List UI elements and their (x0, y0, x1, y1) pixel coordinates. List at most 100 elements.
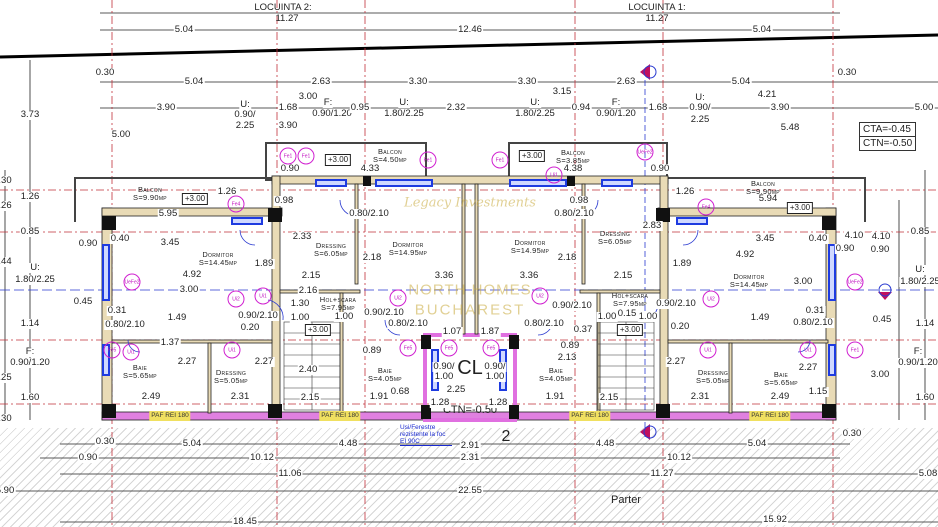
dimension-label: 0.90 (649, 163, 671, 174)
dimension-label: 5.04 (183, 76, 205, 87)
element-tag-icon: Ui1 (545, 166, 563, 184)
element-tag-icon: Fe5 (103, 341, 121, 359)
dimension-label: .44 (0, 257, 13, 267)
dimension-label: 0.94 (570, 102, 592, 113)
dimension-label: F: (24, 346, 36, 357)
dimension-label: 5.08 (917, 468, 938, 479)
dimension-label: 0.80/2.10 (523, 318, 565, 329)
dimension-label: 0.90/ (233, 109, 257, 120)
dimension-label: 2.25 (234, 120, 256, 131)
element-tag-icon: Ui1 (799, 341, 817, 359)
wall-rating-label: PAF REI 180 (749, 411, 791, 421)
dimension-label: 0.90 (279, 163, 301, 174)
dimension-label: 0.45 (871, 314, 893, 325)
dimension-label: 4.38 (562, 163, 584, 174)
dimension-label: 3.00 (178, 284, 200, 295)
dimension-label: 0.20 (669, 321, 691, 332)
dimension-label: 2.15 (598, 392, 620, 403)
columns (102, 176, 836, 419)
dimension-label: 0.40 (807, 233, 829, 244)
room-name: Dormitor (202, 250, 234, 259)
room-area: S=9.90mp (133, 193, 167, 202)
dimension-label: 0.20 (239, 322, 261, 333)
dimension-label: 2.83 (641, 220, 663, 231)
element-tag-icon: Fe5 (440, 339, 458, 357)
dimension-label: 5.48 (779, 122, 801, 133)
dimension-label: F: (610, 97, 622, 108)
fire-rating-note: Usi/Ferestre rezistente la foc EI 90C (400, 424, 452, 446)
room-name: Dressing (215, 368, 247, 377)
watermark-line3: BUCHAREST (414, 301, 526, 319)
element-tag-icon: UeFe2 (846, 273, 864, 291)
dimension-label: 0.30 (841, 428, 863, 439)
dimension-label: 5.04 (173, 24, 195, 35)
dimension-label: 2.33 (291, 231, 313, 242)
dimension-label: .25 (0, 373, 13, 383)
dimension-label: 4.48 (594, 438, 616, 449)
room-name: Balcon (377, 147, 403, 156)
dimension-label: 0.90/1.20 (311, 108, 353, 119)
dimension-label: 3.30 (407, 76, 429, 87)
dimension-label: 1.28 (429, 397, 451, 408)
section-mark-2: 2 (501, 428, 511, 445)
room-area: S=5.05mp (214, 376, 248, 385)
dimension-label: 3.73 (19, 109, 41, 120)
dimension-label: 0.95 (349, 102, 371, 113)
dimension-label: 2.18 (361, 252, 383, 263)
dimension-label: 0.90 (77, 452, 99, 463)
element-tag-icon: Fe4 (697, 198, 715, 216)
room-area: S=4.05mp (368, 374, 402, 383)
level-mark: +3.00 (518, 150, 546, 162)
dimension-label: 1.14 (914, 318, 936, 329)
dimension-label: U: (694, 92, 706, 103)
element-tag-icon: Fe1 (297, 147, 315, 165)
dimension-label: 0.90/2.10 (363, 307, 405, 318)
dimension-label: 22.55 (457, 485, 483, 496)
dimension-label: 2.18 (556, 252, 578, 263)
dimension-label: 1.00 (433, 371, 455, 382)
dimension-label: 0.80/2.10 (792, 317, 834, 328)
room-name: Balcon (137, 185, 163, 194)
element-tag-icon: Fe1 (419, 151, 437, 169)
dimension-label: 5.04 (746, 438, 768, 449)
dimension-label: 12.46 (457, 24, 483, 35)
watermark-line1: Legacy Investments (404, 195, 536, 211)
dimension-label: U: (239, 99, 251, 110)
dimension-label: 3.30 (516, 76, 538, 87)
room-name: Baie (132, 363, 148, 372)
room-area: S=14.45mp (729, 280, 769, 289)
dimension-label: 0.90 (834, 243, 856, 254)
dimension-label: .30 (0, 414, 13, 424)
element-tag-icon: Ui2 (389, 289, 407, 307)
level-mark: +3.00 (616, 324, 644, 336)
room-name: Dressing (599, 229, 631, 238)
dimension-label: 0.45 (72, 296, 94, 307)
dimension-label: 1.00 (484, 371, 506, 382)
dimension-label: 1.49 (749, 312, 771, 323)
dimension-label: 3.45 (159, 237, 181, 248)
dimension-label: 10.12 (666, 452, 692, 463)
element-tag-icon: Ui1 (223, 341, 241, 359)
element-tag-icon: Ui2 (227, 290, 245, 308)
dimension-label: .30 (0, 176, 13, 186)
dimension-label: 0.30 (836, 67, 858, 78)
dimension-label: 1.26 (674, 186, 696, 197)
room-name: Dormitor (514, 238, 546, 247)
wall-rating-label: PAF REI 180 (149, 411, 191, 421)
dimension-label: 0.80/2.10 (553, 208, 595, 219)
room-area: S=4.50mp (373, 155, 407, 164)
dimension-label: 1.60 (19, 392, 41, 403)
dimension-label: 2.27 (176, 356, 198, 367)
dimension-label: 3.90 (277, 120, 299, 131)
level-box: CTA=-0.45 CTN=-0.50 (859, 122, 917, 151)
level-mark: +3.00 (324, 154, 352, 166)
dimension-label: 1.80/2.25 (899, 277, 938, 287)
dimension-label: 4.10 (870, 231, 892, 242)
room-name: Balcon (560, 148, 586, 157)
